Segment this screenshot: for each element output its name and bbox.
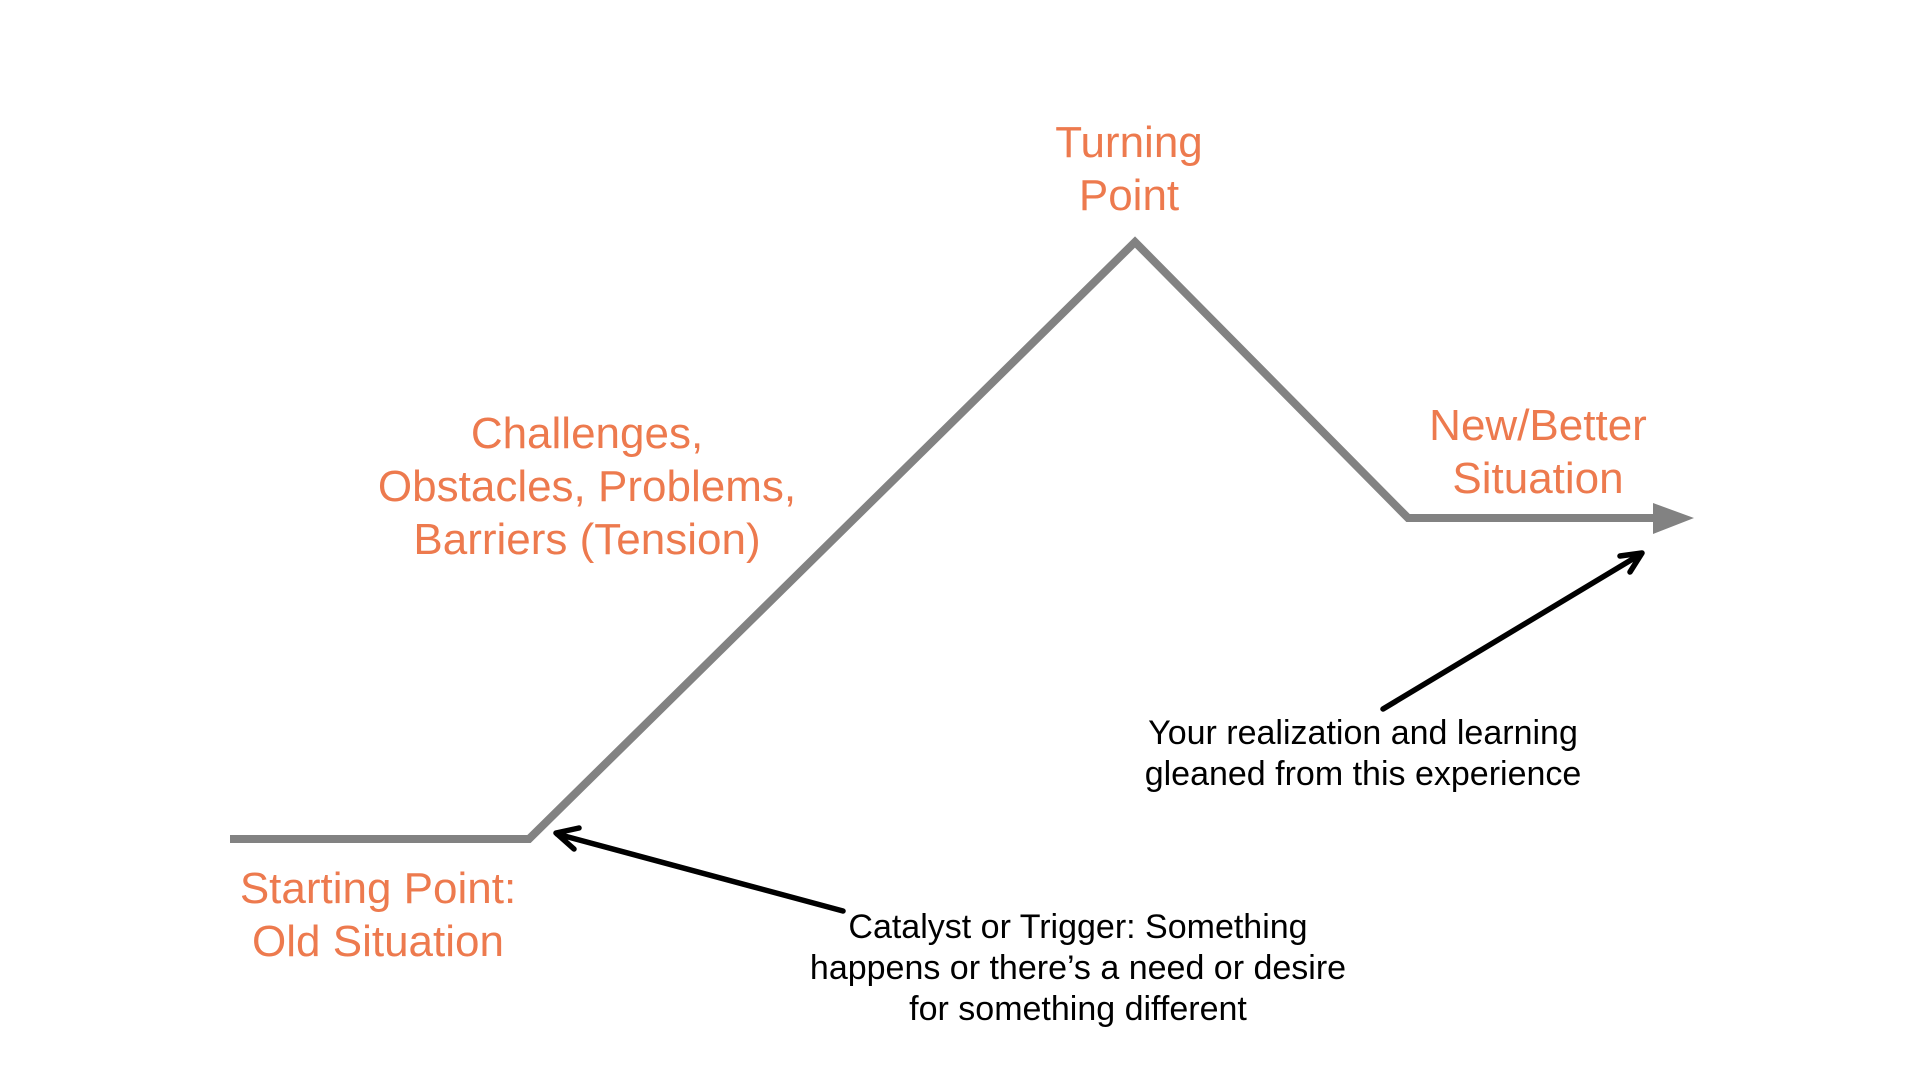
turning-point-line-1: Turning [1055, 118, 1203, 167]
challenges-label: Challenges, Obstacles, Problems, Barrier… [378, 407, 796, 566]
catalyst-line-2: happens or there’s a need or desire [809, 949, 1347, 987]
turning-point-line-2: Point [1078, 171, 1180, 220]
starting-point-line-1: Starting Point: [239, 864, 517, 913]
starting-point-line-2: Old Situation [252, 917, 504, 966]
challenges-line-1: Challenges, [470, 409, 704, 458]
challenges-line-3: Barriers (Tension) [413, 515, 761, 564]
realization-arrow-icon [1380, 550, 1645, 712]
turning-point-label: Turning Point [1055, 116, 1203, 222]
realization-line-1: Your realization and learning [1148, 714, 1578, 752]
challenges-line-2: Obstacles, Problems, [377, 462, 797, 511]
journey-line [230, 236, 1656, 843]
new-better-line-2: Situation [1452, 454, 1624, 503]
new-better-situation-label: New/Better Situation [1429, 399, 1647, 505]
journey-arrowhead-icon [1653, 503, 1694, 534]
catalyst-line-3: for something different [909, 990, 1247, 1028]
starting-point-label: Starting Point: Old Situation [240, 862, 516, 968]
realization-annotation: Your realization and learning gleaned fr… [1145, 713, 1582, 795]
catalyst-annotation: Catalyst or Trigger: Something happens o… [810, 907, 1346, 1030]
realization-line-2: gleaned from this experience [1144, 755, 1582, 793]
new-better-line-1: New/Better [1429, 401, 1647, 450]
catalyst-arrow-icon [553, 825, 846, 914]
catalyst-line-1: Catalyst or Trigger: Something [848, 908, 1308, 946]
